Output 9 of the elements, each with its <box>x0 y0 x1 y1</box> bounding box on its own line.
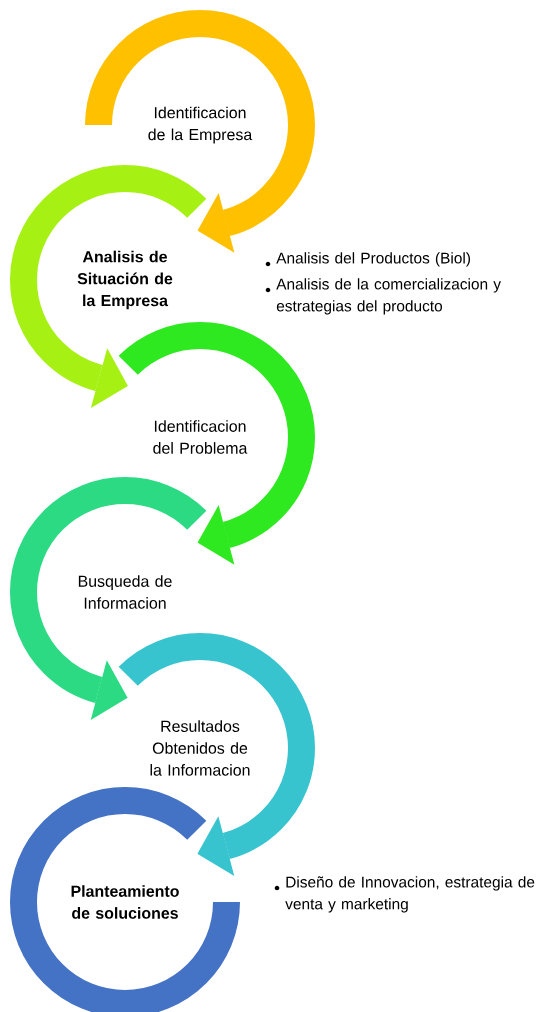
circular-arrow-step: Busqueda de Informacion <box>10 477 206 703</box>
bullet-text: Diseño de Innovacion, estrategia de venta y marketing <box>285 876 535 913</box>
circular-arrow-step: Analisis de Situación de la Empresa <box>10 165 206 391</box>
circular-arrow-step: Planteamiento de soluciones <box>10 787 240 1012</box>
bullet-text: Analisis de la comercializacion y estrategias del producto <box>276 278 501 315</box>
circular-arrow-step: Resultados Obtenidos de la Informacion <box>119 633 315 859</box>
circular-arrow-step: Identificacion del Problema <box>119 322 315 548</box>
circular-arrow-step: Identificacion de la Empresa <box>85 10 315 236</box>
bullet-text: Analisis del Productos (Biol) <box>276 252 470 267</box>
